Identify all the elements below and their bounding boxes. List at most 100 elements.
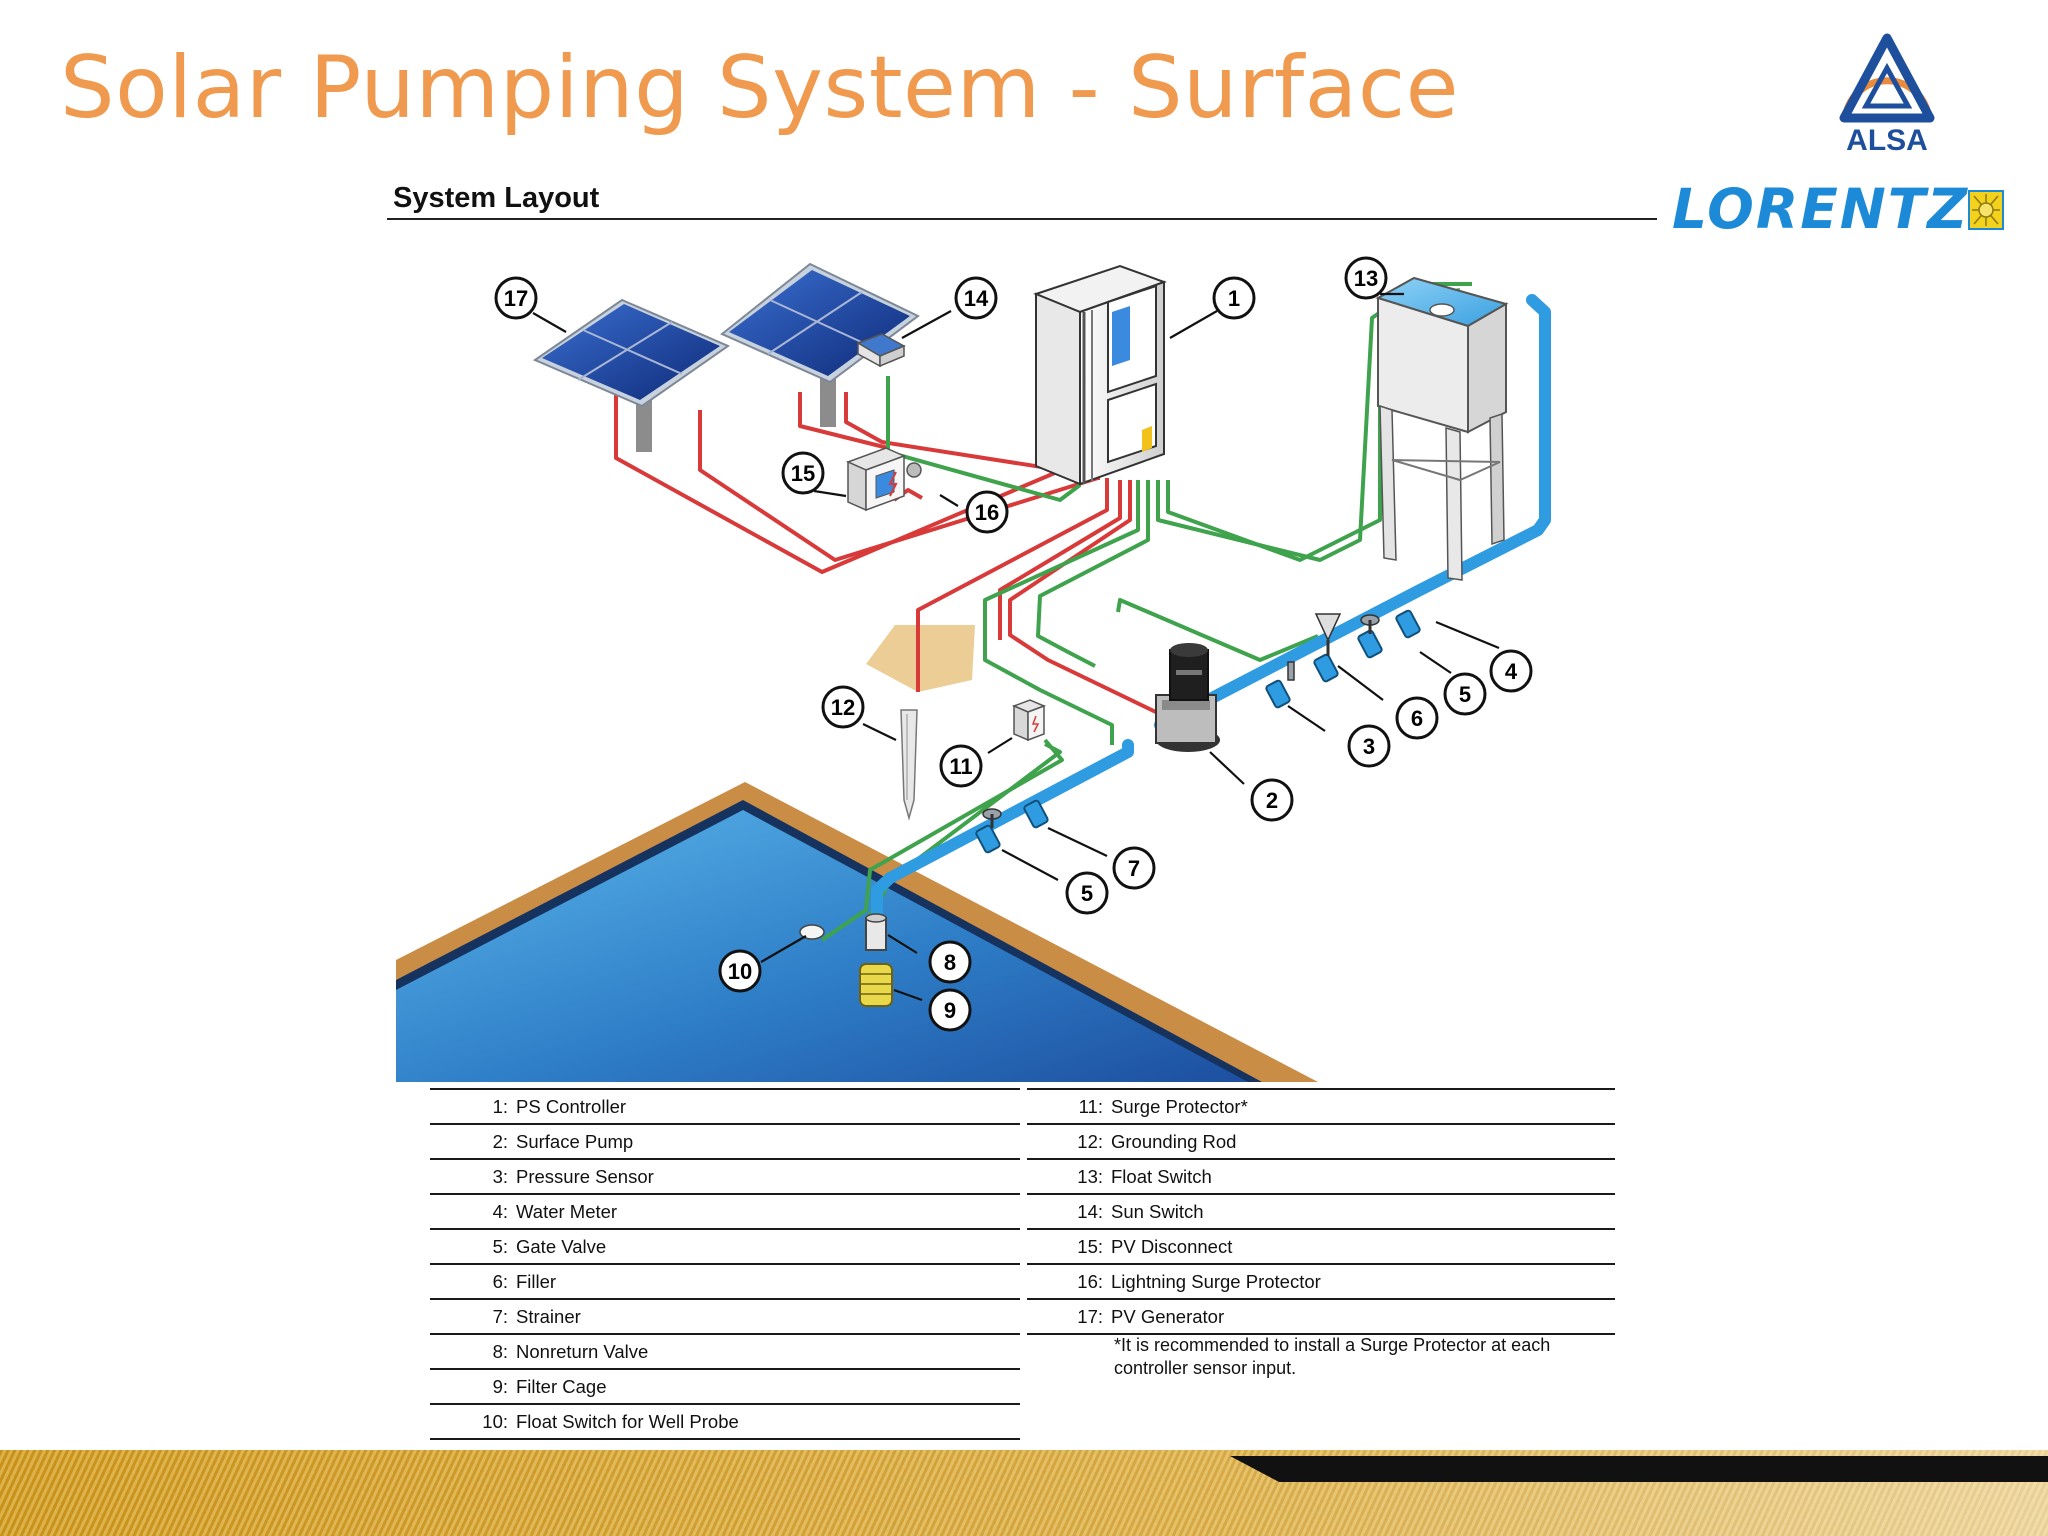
callout-label: 13 (1354, 266, 1378, 291)
legend-label: PV Generator (1111, 1305, 1225, 1327)
legend-number: 2: (492, 1130, 508, 1152)
legend-label: Grounding Rod (1111, 1130, 1237, 1152)
legend-row: 1: PS Controller (430, 1088, 1020, 1123)
sun-switch (856, 333, 906, 368)
callout-15: 15 (781, 451, 825, 495)
callout-label: 2 (1266, 788, 1278, 813)
legend-number: 3: (492, 1165, 508, 1187)
legend-number: 9: (492, 1375, 508, 1397)
legend-row: 8: Nonreturn Valve (430, 1333, 1020, 1368)
legend-row: 13:Float Switch (1027, 1158, 1615, 1193)
legend-label: Lightning Surge Protector (1111, 1270, 1321, 1292)
heading-rule (387, 218, 1657, 220)
callout-label: 10 (728, 959, 752, 984)
page-title: Solar Pumping System - Surface (60, 38, 1460, 138)
legend-label: Float Switch (1111, 1165, 1212, 1187)
callout-label: 14 (964, 286, 989, 311)
callout-label: 12 (831, 695, 855, 720)
legend-label: Water Meter (516, 1200, 618, 1222)
nonreturn-valve (865, 913, 887, 951)
water-pipe (871, 294, 1551, 928)
callout-label: 1 (1228, 286, 1240, 311)
pipe-fittings (975, 609, 1421, 854)
legend-number: 8: (492, 1340, 508, 1362)
callout-11: 11 (939, 744, 983, 788)
legend-label: Gate Valve (516, 1235, 607, 1257)
callout-label: 6 (1411, 706, 1423, 731)
legend-label: Surge Protector* (1111, 1095, 1248, 1117)
water-tank (1375, 276, 1509, 581)
lorentz-logo: LORENTZ (1672, 178, 2008, 240)
water-source (396, 782, 1318, 1082)
legend-label: PV Disconnect (1111, 1235, 1233, 1257)
legend-row: 4: Water Meter (430, 1193, 1020, 1228)
pv-generator (532, 298, 731, 452)
legend-number: 4: (492, 1200, 508, 1222)
legend-row: 15:PV Disconnect (1027, 1228, 1615, 1263)
callout-label: 17 (504, 286, 528, 311)
callout-4: 4 (1489, 649, 1533, 693)
legend-label: Filler (516, 1270, 557, 1292)
legend-row: 14:Sun Switch (1027, 1193, 1615, 1228)
pv-disconnect (846, 447, 922, 512)
callout-6: 6 (1395, 696, 1439, 740)
legend-label: Surface Pump (516, 1130, 634, 1152)
legend-row: 3:Pressure Sensor (430, 1158, 1020, 1193)
legend-row: 10: Float Switch for Well Probe (430, 1403, 1020, 1440)
legend-number: 17: (1077, 1305, 1103, 1327)
legend-row: 9: Filter Cage (430, 1368, 1020, 1403)
legend-row: 16:Lightning Surge Protector (1027, 1263, 1615, 1298)
callout-14: 14 (954, 276, 998, 320)
callout-label: 5 (1081, 881, 1093, 906)
legend-label: PS Controller (516, 1095, 627, 1117)
callout-label: 16 (975, 500, 999, 525)
ground-patch (866, 625, 975, 692)
surge-protector (1011, 699, 1047, 742)
callout-label: 7 (1128, 856, 1140, 881)
legend-number: 11: (1078, 1095, 1103, 1117)
callout-8: 8 (928, 940, 972, 984)
callout-label: 5 (1459, 682, 1471, 707)
legend-row: 11: Surge Protector* (1027, 1088, 1615, 1123)
callout-3: 3 (1347, 724, 1391, 768)
callout-label: 15 (791, 461, 815, 486)
callout-2: 2 (1250, 778, 1294, 822)
callout-label: 8 (944, 950, 956, 975)
system-layout-diagram: 17 14 1 13 15 16 4 5 6 3 12 11 2 7 5 10 … (396, 256, 1551, 1082)
callout-5a: 5 (1443, 672, 1487, 716)
legend-table-right: 11: Surge Protector* 12: Grounding Rod 13:Fl… (1027, 1088, 1615, 1335)
callouts: 17 14 1 13 15 16 4 5 6 3 12 11 2 7 5 10 … (494, 256, 1533, 1032)
callout-label: 4 (1505, 659, 1518, 684)
callout-12: 12 (821, 685, 865, 729)
legend-number: 6: (492, 1270, 508, 1292)
filter-cage (859, 963, 893, 1007)
legend-number: 1: (492, 1095, 508, 1117)
callout-17: 17 (494, 276, 538, 320)
legend-label: Strainer (516, 1305, 581, 1327)
callout-7: 7 (1112, 846, 1156, 890)
surface-pump (1155, 643, 1220, 752)
legend-table-left: 1: PS Controller 2: Surface Pump 3:Pressure … (430, 1088, 1020, 1440)
legend-number: 5: (492, 1235, 508, 1257)
callout-9: 9 (928, 988, 972, 1032)
callout-label: 9 (944, 998, 956, 1023)
legend-label: Filter Cage (516, 1375, 607, 1397)
legend-number: 7: (492, 1305, 508, 1327)
lorentz-logo-text: LORENTZ (1672, 177, 1970, 241)
legend-row: 17: PV Generator (1027, 1298, 1615, 1335)
sun-icon (1968, 190, 2004, 230)
section-heading: System Layout (393, 182, 600, 214)
callout-16: 16 (965, 490, 1009, 534)
legend-number: 12: (1077, 1130, 1103, 1152)
callout-1: 1 (1212, 276, 1256, 320)
ps-controller (1033, 264, 1167, 486)
callout-13: 13 (1344, 256, 1388, 300)
alsa-logo-text: ALSA (1846, 124, 1928, 155)
legend-row: 7: Strainer (430, 1298, 1020, 1333)
legend-label: Nonreturn Valve (516, 1340, 649, 1362)
footer-accent (1230, 1456, 2048, 1482)
surge-protector-note: *It is recommended to install a Surge Pr… (1114, 1335, 1551, 1378)
legend-number: 10: (482, 1410, 508, 1432)
grounding-rod (900, 709, 918, 821)
legend-label: Float Switch for Well Probe (516, 1410, 739, 1432)
